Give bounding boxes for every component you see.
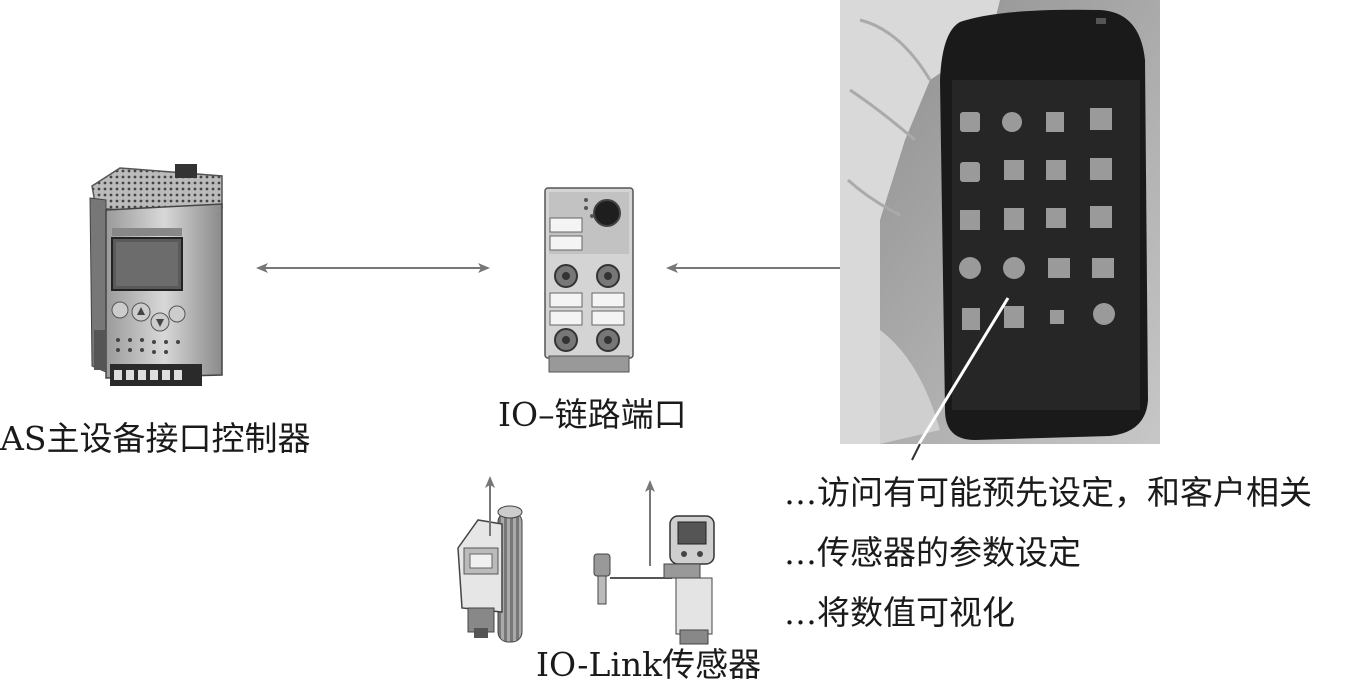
io-link-port-device — [544, 187, 634, 373]
smartphone-photo — [840, 0, 1160, 444]
feature-item-visualize: …将数值可视化 — [784, 593, 1015, 632]
feature-item-access: …访问有可能预先设定，和客户相关 — [784, 473, 1312, 512]
io-link-sensor-right — [593, 515, 715, 645]
io-link-sensor-label: IO-Link传感器 — [536, 645, 762, 684]
as-controller-device — [89, 164, 223, 386]
pointer-line-phone — [912, 297, 1010, 453]
as-controller-label: AS主设备接口控制器 — [0, 419, 311, 458]
feature-list: …访问有可能预先设定，和客户相关 …传感器的参数设定 …将数值可视化 — [784, 466, 1355, 646]
io-link-sensor-left — [457, 505, 523, 643]
io-link-port-label: IO–链路端口 — [498, 395, 687, 434]
feature-item-parameter: …传感器的参数设定 — [784, 533, 1081, 572]
